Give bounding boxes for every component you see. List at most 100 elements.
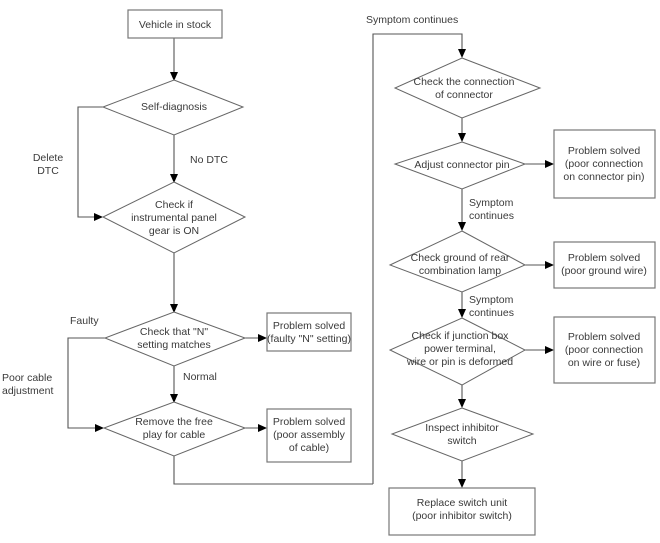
check-junction-box-label-1: Check if junction box — [412, 330, 510, 342]
node-solved-wire-or-fuse[interactable]: Problem solved (poor connection on wire … — [553, 316, 656, 384]
node-check-n-setting[interactable]: Check that "N" setting matches — [103, 311, 247, 367]
check-junction-box-label-3: wire or pin is deformed — [406, 356, 513, 368]
edge-delete-dtc-loop — [77, 106, 103, 218]
arrowhead-solved-groundwire — [545, 261, 554, 269]
solved-wire-or-fuse-box — [553, 316, 656, 384]
arrowhead-panel-top — [170, 174, 178, 183]
inspect-inhibitor-switch-diamond — [390, 407, 535, 462]
node-solved-cable-assembly[interactable]: Problem solved (poor assembly of cable) — [266, 408, 352, 463]
check-connector-label-2: of connector — [435, 89, 493, 101]
arrowhead-adjustpin-top — [458, 133, 466, 142]
edge-label-symptom-continues-1a: Symptom — [469, 197, 514, 209]
solved-cable-assembly-label-2: (poor assembly — [273, 429, 346, 441]
node-solved-n-setting[interactable]: Problem solved (faulty "N" setting) — [266, 312, 352, 352]
edge-label-poor-cable-1: Poor cable — [2, 372, 52, 384]
edge-label-poor-cable-2: adjustment — [2, 385, 53, 397]
arrowhead-solved-wirefuse — [545, 346, 554, 354]
solved-wire-or-fuse-label-3: on wire or fuse) — [568, 357, 640, 369]
node-remove-free-play[interactable]: Remove the free play for cable — [102, 401, 247, 457]
check-instrument-panel-label-2: instrumental panel — [131, 212, 217, 224]
node-check-instrument-panel[interactable]: Check if instrumental panel gear is ON — [101, 181, 247, 254]
arrowhead-ground-top — [458, 222, 466, 231]
inspect-inhibitor-switch-label-1: Inspect inhibitor — [425, 422, 499, 434]
solved-cable-assembly-label-3: of cable) — [289, 442, 329, 454]
node-replace-switch-unit[interactable]: Replace switch unit (poor inhibitor swit… — [388, 487, 536, 536]
node-check-ground-lamp[interactable]: Check ground of rear combination lamp — [388, 230, 527, 293]
check-n-setting-diamond — [103, 311, 247, 367]
edge-faulty-loop — [67, 337, 105, 429]
edge-symptom-continues-riser — [372, 33, 463, 484]
self-diagnosis-label: Self-diagnosis — [141, 101, 207, 113]
arrowhead-selfdiag — [170, 72, 178, 81]
solved-ground-wire-box — [553, 241, 656, 289]
solved-ground-wire-label-1: Problem solved — [568, 252, 641, 264]
check-ground-lamp-label-2: combination lamp — [419, 265, 501, 277]
check-ground-lamp-diamond — [388, 230, 527, 293]
edge-label-layer: Delete DTC No DTC Faulty Poor cable adju… — [2, 14, 514, 397]
edge-label-delete-dtc-2: DTC — [37, 165, 59, 177]
arrowhead-connector-check — [458, 49, 466, 58]
node-solved-ground-wire[interactable]: Problem solved (poor ground wire) — [553, 241, 656, 289]
node-adjust-connector-pin[interactable]: Adjust connector pin — [393, 141, 527, 190]
solved-n-setting-box — [266, 312, 352, 352]
connector-layer-left — [67, 38, 373, 485]
arrowhead-solved-nsetting — [258, 334, 267, 342]
arrowhead-replace-top — [458, 479, 466, 488]
node-check-junction-box[interactable]: Check if junction box power terminal, wi… — [388, 317, 527, 386]
adjust-connector-pin-diamond — [393, 141, 527, 190]
inspect-inhibitor-switch-label-2: switch — [447, 435, 476, 447]
adjust-connector-pin-label: Adjust connector pin — [414, 159, 509, 171]
edge-label-faulty: Faulty — [70, 315, 99, 327]
check-connector-diamond — [393, 57, 542, 119]
solved-cable-assembly-label-1: Problem solved — [273, 416, 346, 428]
solved-wire-or-fuse-label-1: Problem solved — [568, 331, 641, 343]
connector-layer-right — [372, 33, 554, 488]
check-n-setting-label-2: setting matches — [137, 339, 211, 351]
remove-free-play-label-1: Remove the free — [135, 416, 213, 428]
solved-cable-assembly-box — [266, 408, 352, 463]
node-inspect-inhibitor-switch[interactable]: Inspect inhibitor switch — [390, 407, 535, 462]
replace-switch-unit-label-1: Replace switch unit — [417, 497, 508, 509]
check-instrument-panel-label-1: Check if — [155, 199, 193, 211]
edge-label-delete-dtc-1: Delete — [33, 152, 64, 164]
check-ground-lamp-label-1: Check ground of rear — [411, 252, 510, 264]
check-junction-box-diamond — [388, 317, 527, 386]
arrowhead-junction-top — [458, 309, 466, 318]
edge-label-symptom-continues-top: Symptom continues — [366, 14, 458, 26]
edge-label-symptom-continues-2b: continues — [469, 307, 514, 319]
check-instrument-panel-label-3: gear is ON — [149, 225, 199, 237]
edge-label-symptom-continues-2a: Symptom — [469, 294, 514, 306]
arrowhead-solved-cable — [258, 424, 267, 432]
check-n-setting-label-1: Check that "N" — [140, 326, 208, 338]
edge-label-normal: Normal — [183, 371, 217, 383]
node-vehicle-in-stock[interactable]: Vehicle in stock — [127, 9, 223, 39]
solved-n-setting-label-2: (faulty "N" setting) — [267, 333, 351, 345]
arrowhead-panel-left — [94, 213, 103, 221]
solved-n-setting-label-1: Problem solved — [273, 320, 346, 332]
solved-ground-wire-label-2: (poor ground wire) — [561, 265, 647, 277]
edge-label-no-dtc: No DTC — [190, 154, 228, 166]
remove-free-play-label-2: play for cable — [143, 429, 206, 441]
solved-wire-or-fuse-label-2: (poor connection — [565, 344, 643, 356]
check-instrument-panel-diamond — [101, 181, 247, 254]
remove-free-play-diamond — [102, 401, 247, 457]
edge-label-symptom-continues-1b: continues — [469, 210, 514, 222]
self-diagnosis-diamond — [101, 79, 245, 136]
solved-connector-pin-label-1: Problem solved — [568, 145, 641, 157]
solved-connector-pin-label-2: (poor connection — [565, 158, 643, 170]
arrowhead-inspect-top — [458, 399, 466, 408]
node-self-diagnosis[interactable]: Self-diagnosis — [101, 79, 245, 136]
arrowhead-solved-connectorpin — [545, 160, 554, 168]
check-connector-label-1: Check the connection — [414, 76, 515, 88]
solved-connector-pin-box — [553, 129, 656, 199]
solved-connector-pin-label-3: on connector pin) — [563, 171, 644, 183]
arrowhead-freeplay-left — [95, 424, 104, 432]
check-junction-box-label-2: power terminal, — [424, 343, 496, 355]
node-check-connector[interactable]: Check the connection of connector — [393, 57, 542, 119]
node-solved-connector-pin[interactable]: Problem solved (poor connection on conne… — [553, 129, 656, 199]
replace-switch-unit-label-2: (poor inhibitor switch) — [412, 510, 512, 522]
vehicle-in-stock-box — [127, 9, 223, 39]
replace-switch-unit-box — [388, 487, 536, 536]
